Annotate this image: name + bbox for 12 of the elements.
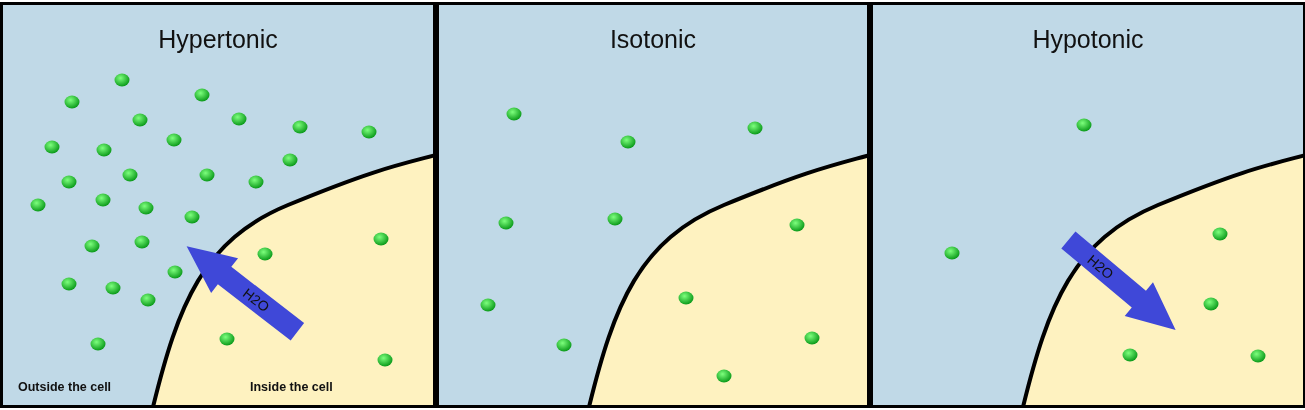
water-arrow: [1061, 231, 1176, 330]
arrow-label: H2O: [239, 284, 273, 316]
solution-panel: [436, 2, 870, 408]
panel-title: Hypertonic: [158, 25, 278, 54]
panel-title: Hypotonic: [1032, 25, 1144, 54]
region-label: Inside the cell: [250, 380, 333, 394]
region-label: Outside the cell: [18, 380, 112, 394]
solution-panel: [870, 2, 1305, 408]
panel-title: Isotonic: [609, 25, 697, 54]
solution-panel: [0, 2, 436, 408]
arrow-label: H2O: [1084, 251, 1117, 283]
water-arrow: [186, 246, 305, 341]
